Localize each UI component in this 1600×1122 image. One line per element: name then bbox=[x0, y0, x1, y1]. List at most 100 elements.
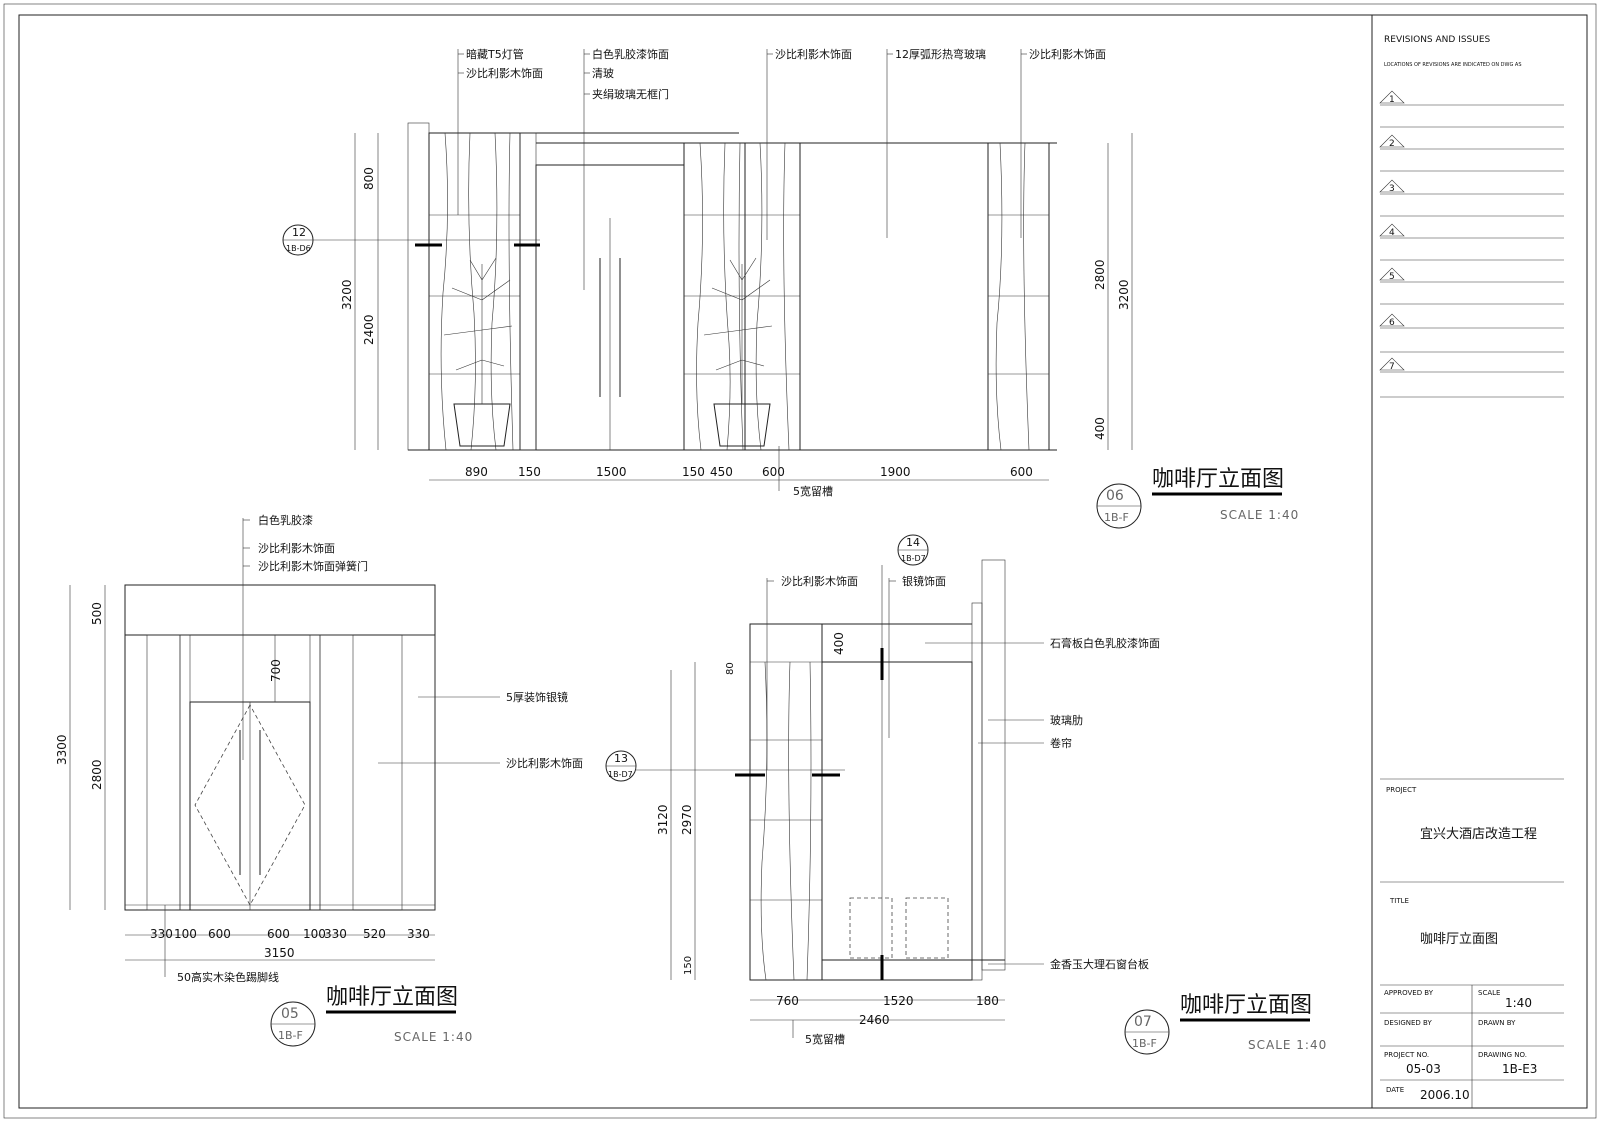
label-frameless-door: 夹绢玻璃无框门 bbox=[592, 87, 669, 101]
dim-890: 890 bbox=[465, 465, 488, 479]
label-t5-light: 暗藏T5灯管 bbox=[466, 47, 524, 61]
section-14-ref: 1B-D7 bbox=[901, 554, 926, 563]
elevation-07-scale: SCALE 1:40 bbox=[1248, 1038, 1327, 1052]
label-wood-veneer-07: 沙比利影木饰面 bbox=[781, 574, 858, 588]
revisions-note: LOCATIONS OF REVISIONS ARE INDICATED ON … bbox=[1384, 62, 1522, 68]
dim-3200-right: 3200 bbox=[1117, 279, 1131, 310]
approved-label: APPROVED BY bbox=[1384, 989, 1434, 997]
elevation-06-scale: SCALE 1:40 bbox=[1220, 508, 1299, 522]
drawn-label: DRAWN BY bbox=[1478, 1019, 1516, 1027]
dim05-330-c: 330 bbox=[407, 927, 430, 941]
scale-label: SCALE bbox=[1478, 989, 1500, 997]
dim05-700: 700 bbox=[269, 659, 283, 682]
dim07-80: 80 bbox=[725, 662, 736, 675]
revision-5: 5 bbox=[1389, 272, 1395, 282]
title-label: TITLE bbox=[1389, 897, 1409, 905]
dim-3200-left: 3200 bbox=[340, 279, 354, 310]
dim-2800: 2800 bbox=[1093, 259, 1107, 290]
revision-4: 4 bbox=[1389, 228, 1395, 238]
label-white-latex: 白色乳胶漆饰面 bbox=[592, 47, 669, 61]
revisions-panel: REVISIONS AND ISSUES LOCATIONS OF REVISI… bbox=[1379, 35, 1564, 398]
designed-label: DESIGNED BY bbox=[1384, 1019, 1432, 1027]
elevation-06-number: 06 bbox=[1106, 488, 1124, 504]
drawing-no-value: 1B-E3 bbox=[1502, 1062, 1537, 1076]
revision-7: 7 bbox=[1389, 362, 1395, 372]
label-curved-glass: 12厚弧形热弯玻璃 bbox=[895, 47, 986, 61]
label-wood-veneer-3: 沙比利影木饰面 bbox=[1029, 47, 1106, 61]
elevation-06: 12 1B-D6 暗藏T5灯管 沙比利影木饰面 白色乳胶漆饰面 清玻 夹绢玻璃无… bbox=[282, 47, 1299, 529]
label-wood-veneer-05: 沙比利影木饰面 bbox=[258, 541, 335, 555]
section-12-number: 12 bbox=[292, 226, 306, 239]
elevation-07: 沙比利影木饰面 银镜饰面 石膏板白色乳胶漆饰面 玻璃肋 卷帘 金香玉大理石窗台板… bbox=[605, 534, 1327, 1055]
label-roller-blind: 卷帘 bbox=[1050, 736, 1072, 750]
dim-1500: 1500 bbox=[596, 465, 627, 479]
drawing-no-label: DRAWING NO. bbox=[1478, 1051, 1527, 1059]
elevation-05-outline bbox=[124, 584, 436, 911]
dim05-600-b: 600 bbox=[267, 927, 290, 941]
label-marble-sill: 金香玉大理石窗台板 bbox=[1050, 957, 1149, 971]
revision-3: 3 bbox=[1389, 184, 1395, 194]
dim-2400: 2400 bbox=[362, 314, 376, 345]
silver-mirror-07 bbox=[821, 661, 973, 981]
label-silver-mirror-07: 银镜饰面 bbox=[902, 574, 946, 588]
dim07-400: 400 bbox=[832, 632, 846, 655]
dim07-150: 150 bbox=[683, 956, 694, 975]
section-13-ref: 1B-D7 bbox=[608, 770, 633, 779]
revision-2: 2 bbox=[1389, 139, 1395, 149]
title-block: PROJECT 宜兴大酒店改造工程 TITLE 咖啡厅立面图 APPROVED … bbox=[1380, 778, 1564, 1108]
label-glass-rib: 玻璃肋 bbox=[1050, 713, 1083, 727]
dim-150-b: 150 bbox=[682, 465, 705, 479]
dim05-100-b: 100 bbox=[303, 927, 326, 941]
label-groove-07: 5宽留槽 bbox=[805, 1032, 845, 1046]
dim-600-a: 600 bbox=[762, 465, 785, 479]
label-skirting: 50高实木染色踢脚线 bbox=[177, 970, 279, 984]
dim05-330-a: 330 bbox=[150, 927, 173, 941]
section-14-number: 14 bbox=[906, 536, 920, 549]
dim07-180: 180 bbox=[976, 994, 999, 1008]
dim07-3120: 3120 bbox=[656, 804, 670, 835]
label-groove-06: 5宽留槽 bbox=[793, 484, 833, 498]
elevation-06-title: 咖啡厅立面图 bbox=[1152, 467, 1284, 492]
wood-panel-07 bbox=[749, 623, 823, 981]
curved-glass bbox=[799, 142, 989, 451]
label-silver-mirror: 5厚装饰银镜 bbox=[506, 690, 568, 704]
drawing-border bbox=[18, 14, 1588, 1109]
label-white-latex-05: 白色乳胶漆 bbox=[258, 513, 313, 527]
elevation-07-title: 咖啡厅立面图 bbox=[1180, 993, 1312, 1018]
wall-section bbox=[407, 122, 430, 451]
elevation-05: 白色乳胶漆 沙比利影木饰面 沙比利影木饰面弹簧门 5厚装饰银镜 沙比利影木饰面 … bbox=[55, 513, 583, 1047]
label-wood-veneer-1: 沙比利影木饰面 bbox=[466, 66, 543, 80]
dim07-760: 760 bbox=[776, 994, 799, 1008]
dim07-2970: 2970 bbox=[680, 804, 694, 835]
dim07-1520: 1520 bbox=[883, 994, 914, 1008]
dim-600-b: 600 bbox=[1010, 465, 1033, 479]
dim-450: 450 bbox=[710, 465, 733, 479]
elevation-07-ref: 1B-F bbox=[1132, 1037, 1157, 1050]
glass-rib bbox=[971, 602, 983, 981]
dim05-total: 3150 bbox=[264, 946, 295, 960]
dim07-total: 2460 bbox=[859, 1013, 890, 1027]
date-value: 2006.10 bbox=[1420, 1088, 1470, 1102]
outer-border bbox=[3, 3, 1597, 1119]
potted-plant-right bbox=[703, 257, 773, 447]
elevation-05-title: 咖啡厅立面图 bbox=[326, 985, 458, 1010]
revision-1: 1 bbox=[1389, 95, 1395, 105]
dim-150-a: 150 bbox=[518, 465, 541, 479]
project-no-value: 05-03 bbox=[1406, 1062, 1441, 1076]
label-wood-veneer-05b: 沙比利影木饰面 bbox=[506, 756, 583, 770]
elevation-06-ref: 1B-F bbox=[1104, 511, 1129, 524]
section-12-ref: 1B-D6 bbox=[286, 244, 311, 253]
dim05-520: 520 bbox=[363, 927, 386, 941]
drawing-title: 咖啡厅立面图 bbox=[1420, 932, 1498, 947]
project-no-label: PROJECT NO. bbox=[1384, 1051, 1429, 1059]
dim05-2800: 2800 bbox=[90, 759, 104, 790]
label-gypsum-board: 石膏板白色乳胶漆饰面 bbox=[1050, 636, 1160, 650]
date-label: DATE bbox=[1386, 1086, 1404, 1094]
dim05-330-b: 330 bbox=[324, 927, 347, 941]
section-13-number: 13 bbox=[614, 752, 628, 765]
elevation-05-ref: 1B-F bbox=[278, 1029, 303, 1042]
dim05-500: 500 bbox=[90, 602, 104, 625]
label-wood-veneer-2: 沙比利影木饰面 bbox=[775, 47, 852, 61]
dim-800: 800 bbox=[362, 167, 376, 190]
